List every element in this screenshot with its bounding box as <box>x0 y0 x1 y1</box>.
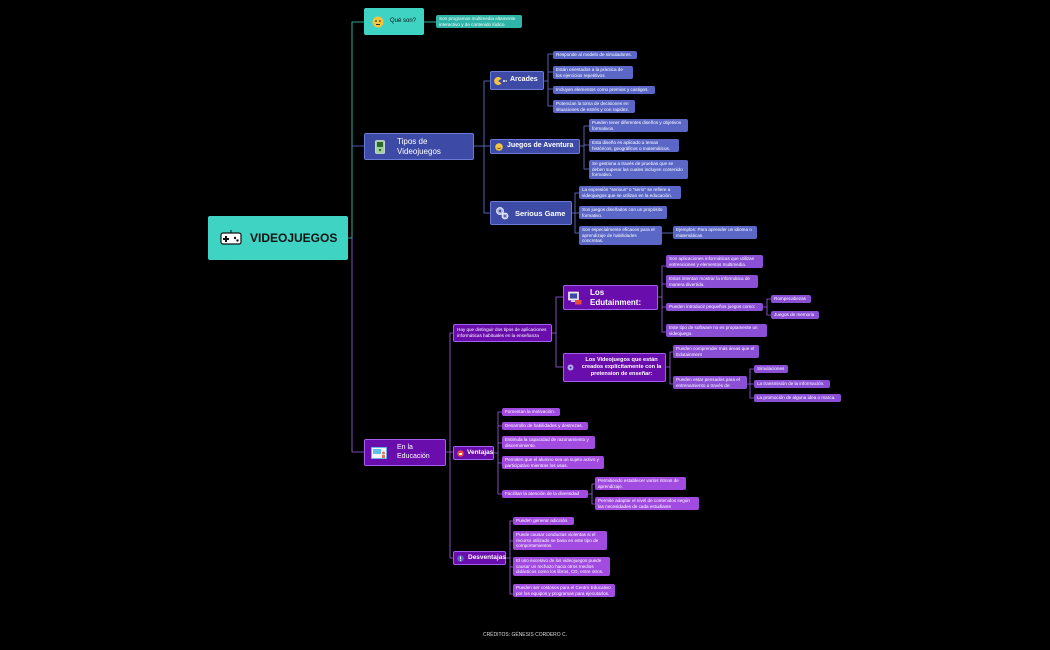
ventaja-item: Facilitan la atención de la diversidad <box>502 490 588 498</box>
edutainment-item: Son aplicaciones informáticas que utiliz… <box>666 255 763 268</box>
ventaja-item: Estimula la capacidad de razonamiento y … <box>502 436 595 449</box>
creados-item: Pueden estar pensados para el entrenamie… <box>673 376 747 389</box>
desventaja-item: Pueden ser costosos para el Centro Educa… <box>513 584 615 597</box>
ventaja-item: Desarrollo de habilidades y destrezas. <box>502 422 588 430</box>
diversidad-item: Permitiendo establecer varios ritmos de … <box>595 477 686 490</box>
arcades-label: Arcades <box>510 76 538 84</box>
topic-educacion[interactable]: En la Educación <box>364 439 446 466</box>
juego-memoria: Juegos de memoria <box>771 311 819 319</box>
serious-item: Son juegos diseñados con un propósito fo… <box>579 206 667 219</box>
distinguir-node[interactable]: Hay que distinguir dos tipos de aplicaci… <box>453 324 552 342</box>
creados-sub: La promoción de alguna idea o marca. <box>754 394 841 402</box>
que-son-label: Qué son? <box>390 17 417 24</box>
tipos-label: Tipos de Videojuegos <box>397 136 441 156</box>
desventajas-label: Desventajas <box>468 554 506 562</box>
gears-icon <box>495 206 509 220</box>
subtopic-serious-game[interactable]: Serious Game <box>490 201 572 225</box>
topic-que-son[interactable]: Qué son? <box>364 8 424 35</box>
serious-item: La expresión "serious" o "serio" se refi… <box>579 186 681 199</box>
desventaja-item: El uso excesivo de los videojuegos puede… <box>513 557 610 576</box>
central-title: VIDEOJUEGOS <box>250 230 338 245</box>
serious-item: Son especialmente eficaces para el apren… <box>579 226 662 245</box>
juego-rompecabezas: Rompecabezas <box>771 295 811 303</box>
subtopic-edutainment[interactable]: Los Edutainment: <box>563 285 658 310</box>
ventajas-label: Ventajas <box>467 449 494 457</box>
handheld-console-icon <box>375 139 385 154</box>
computer-icon <box>568 291 582 305</box>
arcades-item: Responde al modelo de simuladores. <box>553 51 637 59</box>
gamepad-icon <box>220 230 242 246</box>
topic-tipos[interactable]: Tipos de Videojuegos <box>364 133 474 160</box>
subtopic-creados[interactable]: Los Videojuegos que están creados explíc… <box>563 353 666 382</box>
serious-example: Ejemplos: Para aprender un idioma o mate… <box>673 226 757 239</box>
educacion-label: En la Educación <box>397 444 430 460</box>
arcades-item: Incluyen elementos como premios y castig… <box>553 86 655 94</box>
aventura-item: Esta diseño es aplicado a temas históric… <box>589 139 679 152</box>
edutainment-item: Pueden introducir pequeños juegos como: <box>666 303 763 311</box>
arcades-item: Están orientados a la práctica de los ej… <box>553 66 633 79</box>
classroom-icon <box>371 446 387 459</box>
arcades-item: Potencian la toma de decisiones en situa… <box>553 100 635 113</box>
thumbs-up-icon <box>457 449 464 457</box>
creados-sub: La transmisión de la información. <box>754 380 830 388</box>
edutainment-item: Estos intentan mostrar la informática de… <box>666 275 758 288</box>
edutainment-label: Los Edutainment: <box>590 287 642 307</box>
gear-icon <box>567 364 574 371</box>
credits: CRÉDITOS: GÉNESIS CORDERO C. <box>482 632 568 638</box>
aventura-label: Juegos de Aventura <box>507 142 574 150</box>
thinking-face-icon <box>372 16 384 28</box>
smiley-icon <box>495 142 503 151</box>
que-son-desc: Son programas multimedia altamente inter… <box>436 15 522 28</box>
aventura-item: Pueden tener diferentes diseños y objeti… <box>589 119 688 132</box>
serious-label: Serious Game <box>515 208 566 218</box>
diversidad-item: Permite adaptar el nivel de contenidos s… <box>595 497 699 510</box>
subtopic-desventajas[interactable]: Desventajas <box>453 551 506 565</box>
ventaja-item: Permiten que el alumno sea un sujeto act… <box>502 456 604 469</box>
aventura-item: Se gestiona a través de pruebas que se d… <box>589 160 688 179</box>
creados-label: Los Videojuegos que están creados explíc… <box>581 357 662 377</box>
desventaja-item: Puede causar conductas violentas si el r… <box>513 531 607 550</box>
subtopic-ventajas[interactable]: Ventajas <box>453 446 494 460</box>
edutainment-item: Este tipo de software no es propiamente … <box>666 324 767 337</box>
warning-icon <box>457 554 464 562</box>
creados-item: Pueden comprender más áreas que el Eduta… <box>673 345 759 358</box>
central-topic[interactable]: VIDEOJUEGOS <box>208 216 348 260</box>
ventaja-item: Fomentan la motivación. <box>502 408 560 416</box>
creados-sub: Simulaciones <box>754 365 788 373</box>
subtopic-arcades[interactable]: Arcades <box>490 71 544 90</box>
desventaja-item: Pueden generar adicción. <box>513 517 574 525</box>
subtopic-aventura[interactable]: Juegos de Aventura <box>490 139 580 154</box>
pacman-icon <box>494 76 507 85</box>
